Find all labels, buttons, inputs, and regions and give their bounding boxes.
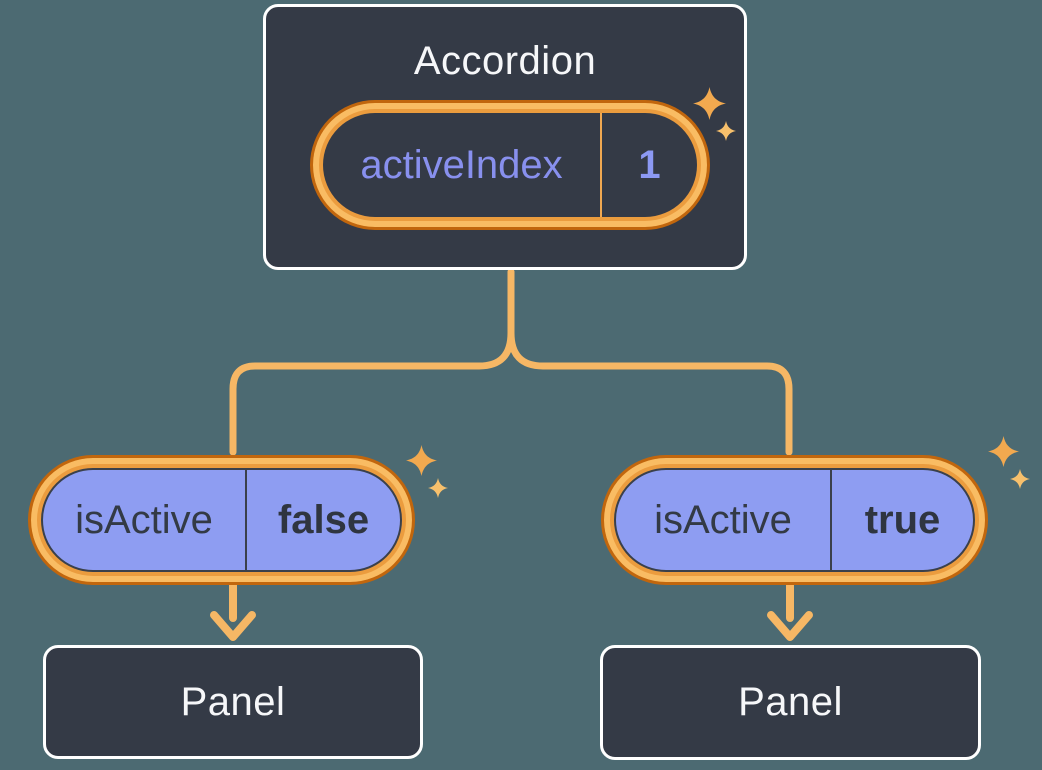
panel-card-left: Panel bbox=[43, 645, 423, 759]
state-key-label: activeIndex bbox=[360, 142, 563, 187]
down-arrow-icon bbox=[210, 579, 813, 641]
prop-pill-left: isActive false bbox=[28, 455, 415, 585]
sparkle-large-icon bbox=[988, 436, 1019, 467]
accordion-card: Accordion activeIndex 1 bbox=[263, 4, 747, 270]
panel-card-right: Panel bbox=[600, 645, 981, 760]
sparkle-small-icon bbox=[1010, 469, 1030, 489]
pill-divider bbox=[245, 470, 247, 570]
sparkle-small-icon bbox=[428, 478, 448, 498]
panel-title: Panel bbox=[738, 680, 843, 724]
prop-value-label: false bbox=[277, 497, 370, 542]
sparkle-large-icon bbox=[406, 445, 437, 476]
pill-divider bbox=[600, 113, 602, 217]
state-pill: activeIndex 1 bbox=[310, 100, 710, 230]
prop-key-label: isActive bbox=[654, 497, 792, 542]
accordion-title: Accordion bbox=[413, 39, 597, 83]
prop-value-label: true bbox=[864, 497, 941, 542]
sparkle-large-icon bbox=[693, 87, 726, 120]
panel-title: Panel bbox=[180, 679, 286, 724]
pill-divider bbox=[830, 470, 832, 570]
prop-pill-right: isActive true bbox=[601, 455, 988, 585]
state-value-label: 1 bbox=[638, 142, 661, 187]
sparkle-small-icon bbox=[716, 121, 736, 141]
prop-key-label: isActive bbox=[75, 497, 213, 542]
